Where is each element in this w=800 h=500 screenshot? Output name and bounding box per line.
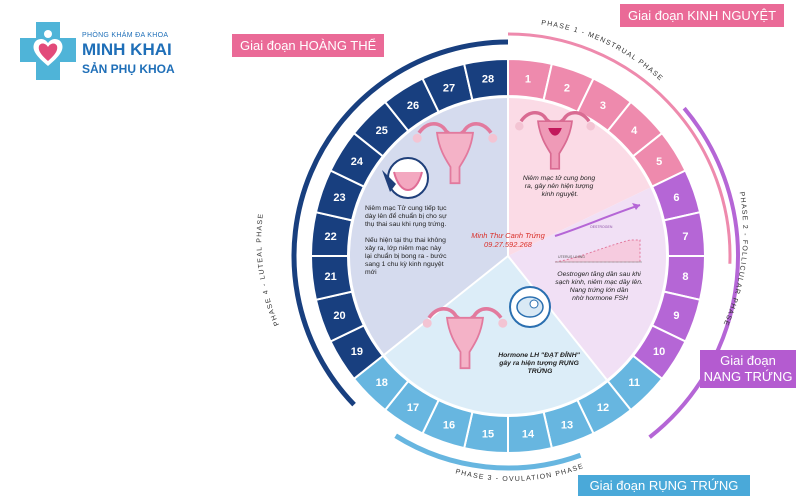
day-segment-28 bbox=[462, 57, 509, 102]
outer-arc-ovulation bbox=[394, 433, 582, 471]
day-number-24: 24 bbox=[351, 156, 364, 168]
logo-specialty: SẢN PHỤ KHOA bbox=[82, 62, 175, 76]
phase-label-ovulation: Giai đoạn RỤNG TRỨNG bbox=[578, 475, 750, 496]
outer-arc-menstrual bbox=[507, 32, 732, 264]
day-number-28: 28 bbox=[482, 74, 494, 86]
uterus-illustration-ovulation bbox=[422, 307, 508, 370]
day-number-5: 5 bbox=[656, 156, 662, 168]
outer-arc-follicular bbox=[648, 106, 740, 439]
day-number-16: 16 bbox=[443, 419, 455, 431]
day-number-20: 20 bbox=[333, 310, 345, 322]
logo-clinic-type: PHÒNG KHÁM ĐA KHOA bbox=[82, 32, 169, 39]
center-sector-luteal bbox=[350, 98, 508, 355]
phase-label-menstrual: Giai đoạn KINH NGUYỆT bbox=[620, 4, 785, 27]
center-sector-follicular bbox=[508, 187, 666, 380]
day-number-27: 27 bbox=[443, 83, 455, 95]
description-ovulation: Hormone LH "ĐẠT ĐỈNH" gây ra hiện tượng … bbox=[498, 350, 582, 375]
phase-label-luteal: Giai đoạn HOÀNG THỂ bbox=[232, 34, 385, 57]
phase-label-follicular: Giai đoạn NANG TRỨNG bbox=[700, 350, 796, 388]
uterus-illustration-menstrual bbox=[515, 111, 595, 170]
day-number-23: 23 bbox=[333, 192, 345, 204]
day-number-10: 10 bbox=[653, 346, 665, 358]
day-number-2: 2 bbox=[564, 83, 570, 95]
center-sector-ovulation bbox=[384, 256, 607, 414]
description-menstrual: Niêm mạc tử cung bong ra, gây nên hiện t… bbox=[523, 174, 597, 198]
day-ring: 1234567891011121314151617181920212223242… bbox=[309, 57, 707, 455]
day-number-11: 11 bbox=[628, 377, 640, 389]
day-number-3: 3 bbox=[600, 100, 606, 112]
uterus-zoom-circle-luteal bbox=[382, 157, 429, 199]
day-number-22: 22 bbox=[324, 231, 336, 243]
day-number-12: 12 bbox=[597, 402, 609, 414]
day-number-26: 26 bbox=[407, 100, 419, 112]
logo-clinic-name: MINH KHAI bbox=[82, 40, 172, 59]
hormone-graph: OESTROGEN UTERUS LINING bbox=[554, 203, 642, 263]
day-number-19: 19 bbox=[351, 346, 363, 358]
graph-label-oestrogen: OESTROGEN bbox=[590, 225, 613, 229]
day-number-13: 13 bbox=[561, 419, 573, 431]
ovary-zoom-circle-ovulation bbox=[509, 286, 551, 328]
arc-title-luteal: PHASE 4 - LUTEAL PHASE bbox=[256, 212, 281, 326]
clinic-logo-icon bbox=[20, 22, 76, 80]
clinic-logo: PHÒNG KHÁM ĐA KHOA MINH KHAI SẢN PHỤ KHO… bbox=[20, 22, 180, 82]
day-number-14: 14 bbox=[522, 428, 535, 440]
day-number-21: 21 bbox=[324, 271, 336, 283]
day-number-4: 4 bbox=[631, 125, 638, 137]
outer-arc-luteal bbox=[291, 39, 509, 407]
day-number-15: 15 bbox=[482, 428, 494, 440]
day-number-18: 18 bbox=[376, 377, 388, 389]
uterus-illustration-luteal bbox=[412, 122, 498, 185]
day-number-6: 6 bbox=[673, 192, 679, 204]
graph-label-lining: UTERUS LINING bbox=[558, 255, 585, 259]
day-number-7: 7 bbox=[682, 231, 688, 243]
description-follicular: Oestrogen tăng dần sau khi sạch kinh, ni… bbox=[555, 269, 645, 302]
description-luteal: Niêm mạc Tử cung tiếp tục dày lên để chu… bbox=[365, 203, 449, 276]
day-number-9: 9 bbox=[673, 310, 679, 322]
day-number-25: 25 bbox=[376, 125, 388, 137]
day-number-1: 1 bbox=[525, 74, 531, 86]
center-watermark-name: Minh Thư Canh Trứng bbox=[471, 231, 545, 240]
outer-phase-arcs bbox=[291, 32, 740, 471]
day-number-17: 17 bbox=[407, 402, 419, 414]
day-number-8: 8 bbox=[682, 271, 688, 283]
center-watermark-phone: 09.27.592.268 bbox=[484, 240, 533, 249]
